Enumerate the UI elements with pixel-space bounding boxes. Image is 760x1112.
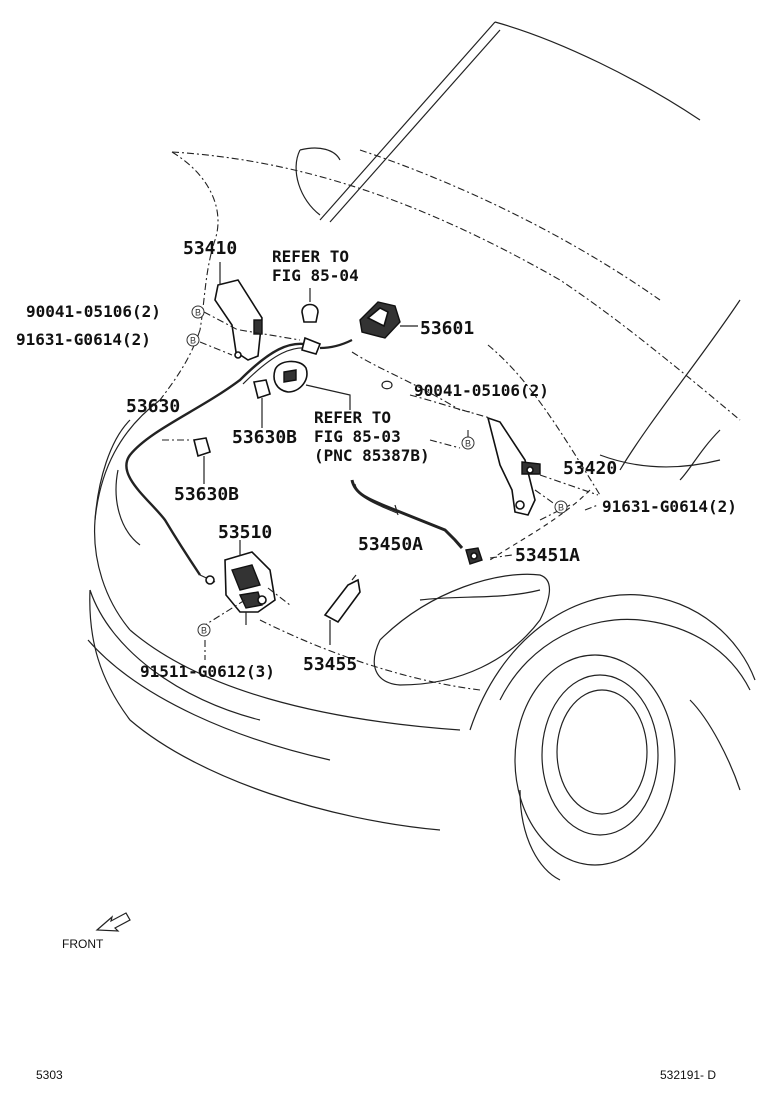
cable-clamp-lower[interactable]	[193, 437, 211, 484]
support-rod-holder[interactable]	[465, 547, 483, 565]
page-number: 5303	[36, 1068, 63, 1082]
bolt-marker-90041-right: B	[461, 436, 475, 450]
bolt-marker-91631-right: B	[554, 500, 568, 514]
hood-lock-control-lever[interactable]	[359, 301, 418, 339]
clamp-fig-85-03[interactable]	[273, 360, 351, 410]
label-91631-g0614-right[interactable]: 91631-G0614(2)	[602, 497, 737, 516]
label-53450a[interactable]: 53450A	[358, 534, 423, 555]
label-53510[interactable]: 53510	[218, 522, 272, 543]
label-53601[interactable]: 53601	[420, 318, 474, 339]
release-cable[interactable]	[125, 336, 353, 585]
label-refer-fig-85-03-line1: REFER TO	[314, 408, 391, 427]
svg-text:B: B	[190, 336, 196, 346]
label-53455[interactable]: 53455	[303, 654, 357, 675]
label-91631-g0614-left[interactable]: 91631-G0614(2)	[16, 330, 151, 349]
label-53630b-upper[interactable]: 53630B	[232, 427, 297, 448]
label-refer-fig-85-04-line1: REFER TO	[272, 247, 349, 266]
diagram-code: 532191- D	[660, 1068, 716, 1082]
label-53451a[interactable]: 53451A	[515, 545, 580, 566]
label-refer-fig-85-04-line2[interactable]: FIG 85-04	[272, 266, 359, 285]
bolt-marker-91631-left: B	[186, 333, 200, 347]
label-53630[interactable]: 53630	[126, 396, 180, 417]
label-91511-g0612[interactable]: 91511-G0612(3)	[140, 662, 275, 681]
label-refer-fig-85-03-line2[interactable]: FIG 85-03	[314, 427, 401, 446]
svg-text:B: B	[558, 503, 564, 513]
front-label: FRONT	[62, 937, 104, 951]
bolt-marker-90041-left: B	[191, 305, 205, 319]
svg-text:B: B	[465, 439, 471, 449]
label-53420[interactable]: 53420	[563, 458, 617, 479]
cable-clamp-upper[interactable]	[253, 379, 271, 428]
label-refer-fig-85-03-line3: (PNC 85387B)	[314, 446, 430, 465]
grommet-fig-85-04[interactable]	[301, 288, 319, 323]
front-arrow-icon	[95, 912, 131, 932]
hood-support-rod[interactable]	[350, 479, 464, 549]
label-90041-05106-left[interactable]: 90041-05106(2)	[26, 302, 161, 321]
svg-text:B: B	[201, 626, 207, 636]
svg-text:B: B	[195, 308, 201, 318]
bolt-marker-91511: B	[197, 623, 211, 637]
car-body-outline	[87, 21, 756, 881]
clip-marker-90041-right	[381, 380, 393, 390]
hood-hinge-left[interactable]	[214, 262, 263, 361]
hood-lock-support[interactable]	[323, 574, 361, 645]
label-53630b-lower[interactable]: 53630B	[174, 484, 239, 505]
hood-hinge-right[interactable]	[486, 416, 541, 516]
label-90041-05106-right[interactable]: 90041-05106(2)	[414, 381, 549, 400]
label-53410[interactable]: 53410	[183, 238, 237, 259]
hood-lock-assembly[interactable]	[224, 540, 276, 625]
